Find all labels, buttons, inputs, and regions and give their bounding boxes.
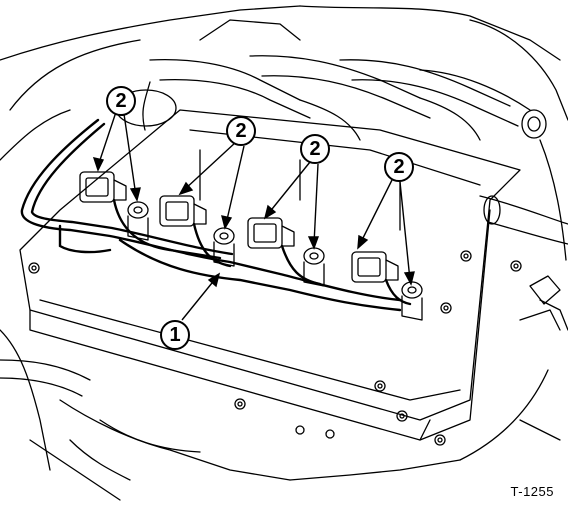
- figure-reference-code: T-1255: [510, 484, 554, 499]
- intake-runners: [115, 55, 547, 141]
- leader-lines: [92, 111, 415, 321]
- connector-3: [247, 217, 295, 249]
- callout-wiring-harness: 1: [160, 320, 190, 350]
- callout-connector-3: 2: [300, 134, 330, 164]
- left-lower-hoses: [0, 359, 201, 481]
- wiring-harness: [20, 118, 412, 312]
- connector-1: [79, 171, 127, 203]
- callout-connector-2: 2: [226, 116, 256, 146]
- cover-bolts: [28, 250, 522, 446]
- right-coolant-hose: [479, 195, 568, 331]
- callout-connector-4: 2: [384, 152, 414, 182]
- connector-4: [351, 251, 399, 283]
- engine-bay-background: [0, 5, 568, 501]
- callout-connector-1: 2: [106, 86, 136, 116]
- connector-2: [159, 195, 207, 227]
